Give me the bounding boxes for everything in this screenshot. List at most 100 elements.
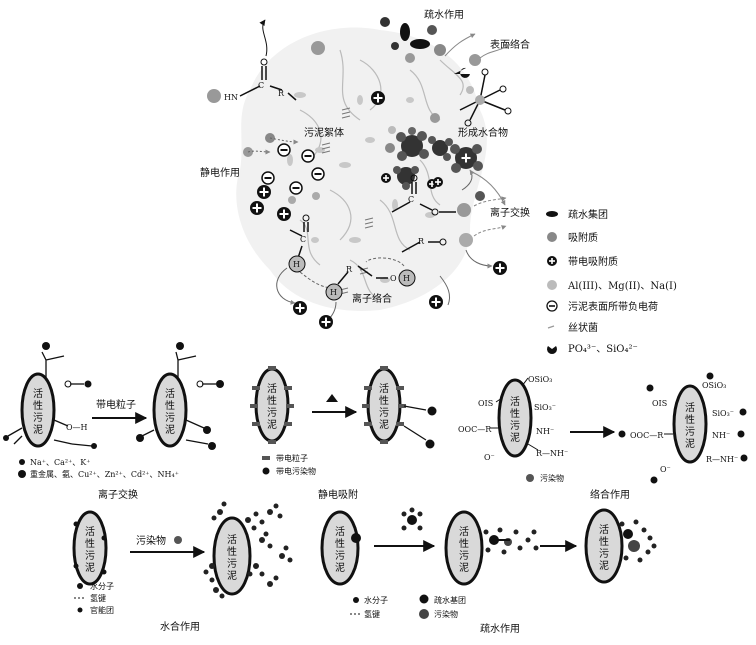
svg-text:性: 性 [685, 413, 695, 426]
svg-text:泥: 泥 [165, 423, 175, 436]
legend-adsorbate: 吸附质 [568, 231, 598, 244]
label-electrostatic: 静电作用 [200, 166, 240, 179]
svg-text:活: 活 [379, 383, 389, 395]
svg-text:活: 活 [227, 534, 237, 546]
svg-text:性: 性 [379, 394, 389, 407]
sludge-cell-ie-1: 活 性 污 泥 [20, 372, 56, 448]
legend-phosphate: PO₄³⁻、SiO₄²⁻ [568, 344, 638, 355]
label-ion-complex: 离子络合 [352, 292, 392, 305]
svg-text:污: 污 [85, 550, 95, 562]
sludge-cell-hp-1: 活 性 污 泥 [320, 510, 360, 586]
es-caption: 静电吸附 [318, 488, 358, 501]
cx-ominus: O⁻ [484, 453, 495, 462]
panel-hydrophobic: 活 性 污 泥 活 性 污 泥 活 [320, 507, 657, 635]
chem-r: R [278, 89, 285, 98]
chem-r-2: R [418, 237, 425, 246]
svg-text:污: 污 [227, 558, 237, 570]
cx-osio3-top-2: OSiO₃ [702, 381, 726, 390]
ie-caption: 离子交换 [98, 488, 138, 501]
svg-text:污: 污 [33, 412, 43, 424]
hp-legend-1: 水分子 [364, 595, 388, 605]
hy-legend-1: 水分子 [90, 581, 114, 591]
svg-text:性: 性 [165, 399, 175, 412]
cx-sio3: SiO₃⁻ [534, 403, 556, 412]
cx-rnh: R—NH⁻ [536, 449, 568, 458]
label-ion-exchange: 离子交换 [490, 206, 530, 219]
sludge-cell-hy-1: 活 性 污 泥 [72, 510, 108, 586]
hydrophobic-group-icon [546, 211, 558, 217]
svg-text:活: 活 [335, 526, 345, 538]
svg-text:泥: 泥 [33, 423, 43, 436]
svg-text:泥: 泥 [267, 418, 277, 431]
chem-h-2: H [330, 288, 337, 297]
svg-text:性: 性 [85, 537, 95, 550]
legend-hydrophobic: 疏水集团 [568, 208, 608, 221]
svg-text:活: 活 [165, 388, 175, 400]
svg-text:活: 活 [33, 388, 43, 400]
cx-osio3-top: OSiO₃ [528, 375, 552, 384]
chem-r-3: R [346, 265, 353, 274]
hydrophobic-cluster [311, 17, 476, 63]
ie-oh: O—H [66, 423, 88, 432]
svg-text:污: 污 [335, 550, 345, 562]
svg-text:污: 污 [267, 407, 277, 419]
svg-text:污: 污 [379, 407, 389, 419]
chem-hn: HN [224, 93, 238, 102]
svg-text:性: 性 [459, 537, 469, 550]
svg-text:性: 性 [33, 399, 43, 412]
sludge-cell-cx-1: 活 性 污 泥 [497, 378, 533, 458]
ie-legend-1: Na⁺、Ca²⁺、K⁺ [30, 458, 91, 467]
legend-negative-charge: 污泥表面所带负电荷 [568, 300, 658, 313]
sludge-cell-ie-2: 活 性 污 泥 [152, 372, 188, 448]
chem-h-3: H [403, 274, 410, 283]
sludge-cell-cx-2: 活 性 污 泥 [672, 384, 708, 464]
svg-text:泥: 泥 [685, 437, 695, 450]
cx-caption: 络合作用 [590, 488, 630, 501]
svg-text:污: 污 [165, 412, 175, 424]
surface-complex-group [454, 43, 512, 127]
svg-text:性: 性 [267, 394, 277, 407]
floc-particles [287, 92, 435, 283]
hy-legend-3: 官能团 [90, 605, 114, 615]
hydrate-clusters [381, 113, 506, 206]
cx-legend-1: 污染物 [540, 473, 564, 483]
es-legend-1: 带电粒子 [276, 453, 308, 463]
svg-text:污: 污 [510, 420, 520, 432]
filamentous-bacteria-icon [547, 325, 555, 329]
cx-sio3-2: SiO₃⁻ [712, 409, 734, 418]
svg-text:性: 性 [227, 545, 237, 558]
svg-text:活: 活 [459, 526, 469, 538]
charged-adsorbate-icon [547, 256, 557, 266]
cx-rnh-2: R—NH⁻ [706, 455, 738, 464]
svg-text:泥: 泥 [227, 569, 237, 582]
svg-text:活: 活 [85, 526, 95, 538]
legend-filamentous: 丝状菌 [568, 321, 598, 334]
cx-oocr: OOC—R [458, 425, 492, 434]
hy-legend-2: 氢键 [90, 593, 106, 603]
ie-arrow-label: 带电粒子 [96, 398, 136, 411]
chem-c-2: C [408, 195, 414, 204]
ion-complex-group: C H H R O H [276, 214, 416, 329]
svg-text:泥: 泥 [85, 561, 95, 574]
label-sludge-floc: 污泥絮体 [304, 126, 344, 139]
svg-text:性: 性 [335, 537, 345, 550]
legend-charged-adsorbate: 带电吸附质 [568, 255, 618, 268]
hp-legend-4: 污染物 [434, 609, 458, 619]
cx-ois-2: OIS [652, 399, 667, 408]
ion-exchange-group: C R [391, 169, 507, 309]
svg-text:活: 活 [685, 402, 695, 414]
cx-oocr-2: OOC—R [630, 431, 664, 440]
svg-text:泥: 泥 [379, 418, 389, 431]
amide-group: HN C R [207, 19, 297, 103]
cx-nh-2: NH⁻ [712, 431, 730, 440]
label-hydrate: 形成水合物 [458, 126, 508, 139]
chem-c: C [258, 81, 264, 90]
svg-text:活: 活 [267, 383, 277, 395]
chem-c-3: C [300, 235, 306, 244]
phosphate-silicate-icon [547, 346, 557, 354]
top-schematic: 疏水作用 表面络合 污泥絮体 形成水合物 静电作用 离子交换 离子络合 [200, 8, 677, 355]
sludge-cell-hp-2: 活 性 污 泥 [444, 510, 484, 586]
hp-caption: 疏水作用 [480, 622, 520, 635]
